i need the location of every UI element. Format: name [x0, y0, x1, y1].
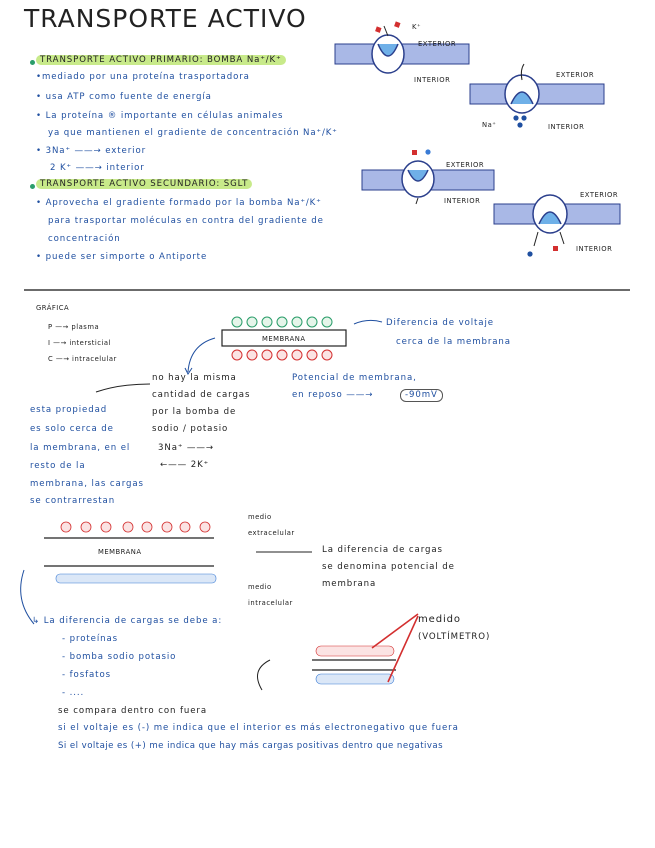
- ion-3na: 3Na⁺ ——→: [158, 443, 215, 453]
- voltmeter-membrane: [257, 613, 419, 691]
- grafica-heading: GRÁFICA: [36, 304, 70, 312]
- cause-item: - fosfatos: [62, 670, 111, 680]
- membrane-label-2: MEMBRANA: [98, 548, 142, 556]
- section2-line: • Aprovecha el gradiente formado por la …: [36, 198, 322, 208]
- section2-line: concentración: [48, 234, 121, 244]
- sglt-diagram-1: [361, 149, 495, 205]
- property-note: se contrarrestan: [30, 496, 116, 506]
- grafica-membrane: [95, 316, 383, 393]
- neg-voltage-line: si el voltaje es (-) me indica que el in…: [58, 723, 459, 733]
- diff-note: La diferencia de cargas: [322, 545, 443, 555]
- potential-note: Potencial de membrana,: [292, 373, 417, 383]
- section2-line: para trasportar moléculas en contra del …: [48, 216, 324, 226]
- pump-diagram-1: [334, 21, 470, 74]
- membrane-2: [20, 521, 312, 625]
- section1-line: • 3Na⁺ ——→ exterior: [36, 146, 147, 156]
- voltage-note: Diferencia de voltaje: [386, 318, 494, 328]
- grafica-legend-item: P —→ plasma: [48, 323, 100, 331]
- label-interior: INTERIOR: [576, 245, 613, 253]
- property-note: es solo cerca de: [30, 424, 114, 434]
- property-note: esta propiedad: [30, 405, 108, 415]
- section2-line: • puede ser simporte o Antiporte: [36, 252, 208, 262]
- sglt-diagram-2: [493, 194, 621, 257]
- potential-value: -90mV: [400, 389, 443, 402]
- diff-note: membrana: [322, 579, 377, 589]
- bullet-dot: [30, 60, 35, 65]
- medio-ext: extracelular: [248, 529, 295, 537]
- section1-line: • La proteína ® importante en células an…: [36, 111, 284, 121]
- not-same-note: cantidad de cargas: [152, 390, 251, 400]
- property-note: resto de la: [30, 461, 86, 471]
- measured-note: (VOLTÍMETRO): [418, 632, 491, 642]
- potential-note: en reposo ——→: [292, 390, 374, 400]
- grafica-legend-item: I —→ intersticial: [48, 339, 111, 347]
- not-same-note: no hay la misma: [152, 373, 237, 383]
- cause-item: - ....: [62, 688, 85, 698]
- bullet-dot: [30, 184, 35, 189]
- membrane-label: MEMBRANA: [262, 335, 306, 343]
- not-same-note: por la bomba de: [152, 407, 237, 417]
- medio-int: intracelular: [248, 599, 293, 607]
- property-note: membrana, las cargas: [30, 479, 144, 489]
- measured-note: medido: [418, 614, 461, 625]
- grafica-legend-item: C —→ intracelular: [48, 355, 117, 363]
- label-interior: INTERIOR: [548, 123, 585, 131]
- ion-2k: ←—— 2K⁺: [160, 460, 210, 470]
- property-note: la membrana, en el: [30, 443, 131, 453]
- cause-item: - bomba sodio potasio: [62, 652, 177, 662]
- label-k: K⁺: [412, 23, 422, 31]
- label-na: Na⁺: [482, 121, 497, 129]
- cause-heading: ↳ La diferencia de cargas se debe a:: [32, 616, 223, 626]
- compare-line: se compara dentro con fuera: [58, 706, 208, 716]
- diff-note: se denomina potencial de: [322, 562, 455, 572]
- label-exterior: EXTERIOR: [446, 161, 485, 169]
- pos-voltage-line: Si el voltaje es (+) me indica que hay m…: [58, 741, 444, 751]
- medio-ext: medio: [248, 513, 272, 521]
- label-exterior: EXTERIOR: [556, 71, 595, 79]
- cause-item: - proteínas: [62, 634, 119, 644]
- section2-heading: TRANSPORTE ACTIVO SECUNDARIO: SGLT: [36, 179, 253, 190]
- section1-line: •mediado por una proteína trasportadora: [36, 72, 250, 82]
- label-exterior: EXTERIOR: [580, 191, 619, 199]
- pump-diagram-2: [469, 63, 605, 128]
- label-exterior: EXTERIOR: [418, 40, 457, 48]
- section1-heading: TRANSPORTE ACTIVO PRIMARIO: BOMBA Na⁺/K⁺: [36, 55, 286, 66]
- section1-line: ya que mantienen el gradiente de concent…: [48, 128, 338, 138]
- label-interior: INTERIOR: [414, 76, 451, 84]
- medio-int: medio: [248, 583, 272, 591]
- section1-line: • usa ATP como fuente de energía: [36, 92, 212, 102]
- not-same-note: sodio / potasio: [152, 424, 229, 434]
- section1-line: 2 K⁺ ——→ interior: [50, 163, 145, 173]
- voltage-note: cerca de la membrana: [396, 337, 511, 347]
- page-title: TRANSPORTE ACTIVO: [24, 4, 307, 33]
- label-interior: INTERIOR: [444, 197, 481, 205]
